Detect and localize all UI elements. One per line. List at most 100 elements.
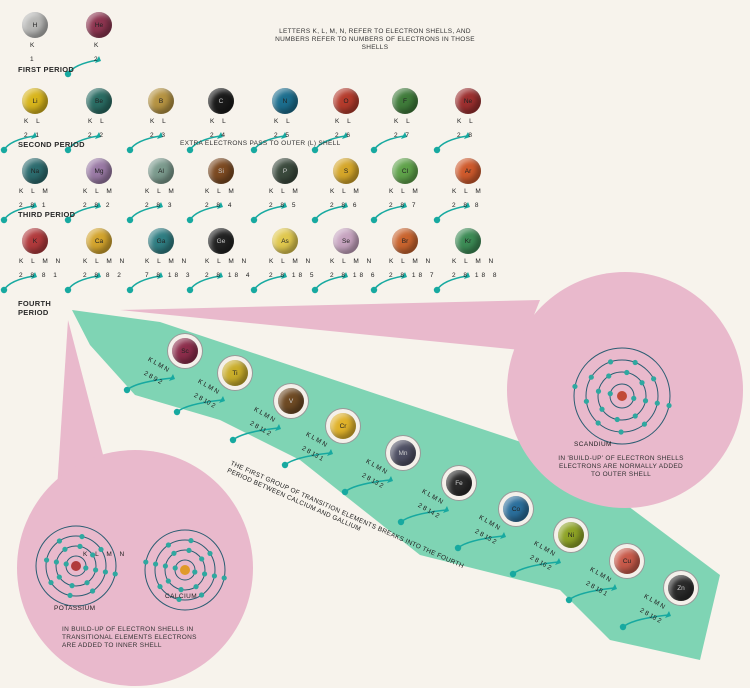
- build-up-arrow-head: [31, 202, 37, 209]
- transition-arrow-head: [555, 558, 561, 565]
- build-up-arrow-dot: [64, 216, 72, 224]
- transition-arrow-dot: [173, 408, 181, 416]
- build-up-arrow-head: [342, 132, 348, 139]
- build-up-arrow-head: [31, 272, 37, 279]
- element-symbol: B: [158, 97, 164, 105]
- shell-letters: K L M: [83, 188, 115, 195]
- potassium-shell-letters: K L M N: [83, 551, 128, 558]
- transition-arrow-dot: [281, 461, 289, 469]
- build-up-arrow-head: [95, 56, 101, 63]
- electron-counts: 2 2: [88, 132, 107, 139]
- build-up-arrow-dot: [126, 286, 134, 294]
- shell-letters: K L M: [205, 188, 237, 195]
- element-symbol: He: [94, 21, 104, 29]
- electron-counts: 2: [94, 56, 101, 63]
- shell-letters: K L: [88, 118, 107, 125]
- electron-counts: 2 8 5: [269, 202, 299, 209]
- element-symbol: S: [343, 167, 349, 175]
- element-si-sphere: Si: [208, 158, 234, 184]
- element-ar-sphere: Ar: [455, 158, 481, 184]
- transition-arrow-head: [275, 424, 281, 431]
- build-up-arrow-dot: [311, 216, 319, 224]
- build-up-arrow-head: [281, 272, 287, 279]
- shell-letters: K: [30, 42, 38, 49]
- build-up-arrow-dot: [0, 146, 8, 154]
- electron-counts: 2 8: [457, 132, 476, 139]
- element-zn-sphere: Zn: [668, 575, 694, 601]
- shell-letters: K L M N: [19, 258, 64, 265]
- transition-arrow-head: [169, 374, 175, 381]
- electron-counts: 2 1: [24, 132, 43, 139]
- shell-letters: K L M N: [269, 258, 314, 265]
- element-kr-sphere: Kr: [455, 228, 481, 254]
- element-s-sphere: S: [333, 158, 359, 184]
- build-up-arrow-dot: [370, 216, 378, 224]
- electron-counts: 2 8 1: [19, 202, 49, 209]
- element-symbol: P: [282, 167, 288, 175]
- element-symbol: K: [32, 237, 38, 245]
- shell-letters: K L: [24, 118, 43, 125]
- build-up-arrow-head: [401, 272, 407, 279]
- scandium-pointer: [120, 300, 540, 350]
- fourth-period-label: FOURTH PERIOD: [18, 299, 52, 317]
- transition-arrow-head: [443, 506, 449, 513]
- element-h-sphere: H: [22, 12, 48, 38]
- shell-letters: K L M: [330, 188, 362, 195]
- second-period-note: EXTRA ELECTRONS PASS TO OUTER (L) SHELL: [180, 140, 341, 147]
- element-fe-sphere: Fe: [446, 470, 472, 496]
- element-symbol: Ni: [567, 531, 575, 539]
- transition-arrow-dot: [123, 386, 131, 394]
- element-symbol: Li: [32, 97, 38, 105]
- electron-counts: 2 8 2: [83, 202, 113, 209]
- build-up-arrow-head: [157, 272, 163, 279]
- element-ge-sphere: Ge: [208, 228, 234, 254]
- build-up-arrow-head: [217, 132, 223, 139]
- element-f-sphere: F: [392, 88, 418, 114]
- element-be-sphere: Be: [86, 88, 112, 114]
- transition-arrow-head: [665, 611, 671, 618]
- element-symbol: Ti: [232, 369, 238, 377]
- element-c-sphere: C: [208, 88, 234, 114]
- shell-letters: K L M N: [452, 258, 497, 265]
- build-up-arrow-head: [95, 272, 101, 279]
- build-up-arrow-dot: [250, 146, 258, 154]
- build-up-arrow-dot: [433, 286, 441, 294]
- build-up-arrow-head: [342, 272, 348, 279]
- shell-letters: K L: [457, 118, 476, 125]
- build-up-arrow-head: [281, 132, 287, 139]
- element-symbol: Ar: [464, 167, 472, 175]
- scandium-label: SCANDIUM: [574, 441, 612, 448]
- element-n-sphere: N: [272, 88, 298, 114]
- shell-letters: K L M N: [145, 258, 190, 265]
- build-up-arrow-dot: [370, 146, 378, 154]
- calcium-label: CALCIUM: [165, 593, 198, 600]
- electron-counts: 2 8 18 8: [452, 272, 500, 279]
- transition-arrow-head: [611, 584, 617, 591]
- transition-arrow-head: [500, 532, 506, 539]
- shell-letters: K L M N: [205, 258, 250, 265]
- element-symbol: Se: [342, 237, 350, 245]
- build-up-arrow-dot: [126, 216, 134, 224]
- electron-counts: 2 8 3: [145, 202, 175, 209]
- element-symbol: Co: [511, 505, 521, 513]
- element-cr-sphere: Cr: [330, 413, 356, 439]
- element-symbol: Ga: [156, 237, 166, 245]
- transition-callout-circle: [17, 450, 253, 686]
- build-up-arrow-head: [157, 202, 163, 209]
- element-symbol: Fe: [455, 479, 463, 487]
- electron-counts: 2 8 18 5: [269, 272, 317, 279]
- transition-arrow-dot: [509, 570, 517, 578]
- potassium-label: POTASSIUM: [54, 605, 96, 612]
- element-b-sphere: B: [148, 88, 174, 114]
- build-up-arrow-head: [95, 202, 101, 209]
- element-symbol: Cr: [339, 422, 347, 430]
- element-symbol: Zn: [677, 584, 685, 592]
- second-period-label: SECOND PERIOD: [18, 140, 85, 149]
- shell-letters: K L: [150, 118, 169, 125]
- shell-letters: K L M: [452, 188, 484, 195]
- first-period-label: FIRST PERIOD: [18, 65, 75, 74]
- electron-counts: 2 8 8 2: [83, 272, 124, 279]
- element-co-sphere: Co: [503, 496, 529, 522]
- transition-arrow-head: [387, 476, 393, 483]
